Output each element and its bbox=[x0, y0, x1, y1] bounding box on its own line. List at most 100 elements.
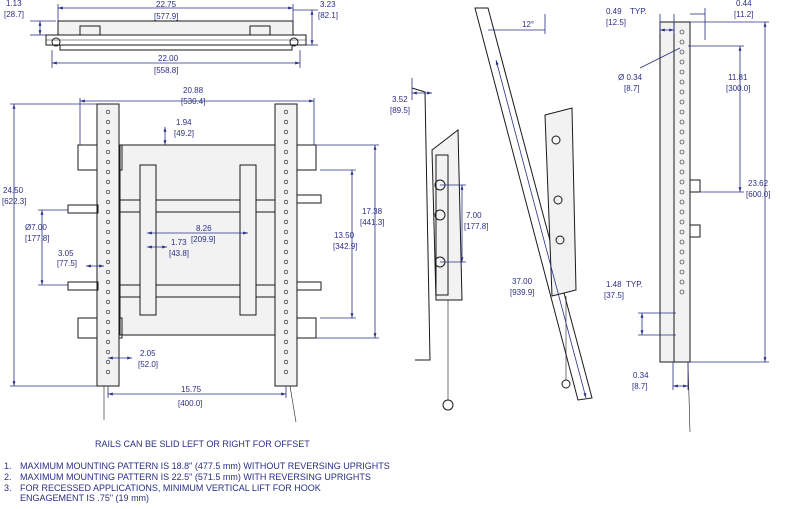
dim-outer-height-mm: [441.3] bbox=[360, 218, 384, 227]
dim-inner-width-in: 8.26 bbox=[196, 224, 212, 233]
upright-hole bbox=[679, 269, 685, 275]
dim-hole-span-mm: [300.0] bbox=[726, 84, 750, 93]
upright-hole bbox=[105, 319, 111, 325]
upright-hole bbox=[283, 129, 289, 135]
front-view: 20.88 [530.4] 24.50 [622.3] 1.94 [49.2] … bbox=[2, 86, 384, 449]
dim-side-offset-in: 3.05 bbox=[58, 249, 74, 258]
upright-view: 0.49 TYP. [12.5] 0.44 [11.2] Ø 0.34 [8.7… bbox=[604, 0, 770, 433]
upright-hole bbox=[679, 159, 685, 165]
dim-hole-dia-mm: [8.7] bbox=[624, 84, 640, 93]
upright-hole bbox=[105, 199, 111, 205]
upright-hole bbox=[679, 279, 685, 285]
upright-hole bbox=[105, 109, 111, 115]
dim-front-width-in: 20.88 bbox=[183, 86, 204, 95]
upright-hole bbox=[105, 189, 111, 195]
upright-hole bbox=[283, 359, 289, 365]
dim-arm-height-in: 13.50 bbox=[334, 231, 355, 240]
upright-hole bbox=[105, 279, 111, 285]
dim-hole-offset-typ: TYP. bbox=[630, 7, 647, 16]
upright-hole bbox=[283, 219, 289, 225]
upright-hole bbox=[283, 149, 289, 155]
upright-hole bbox=[283, 309, 289, 315]
upright-hole bbox=[283, 299, 289, 305]
upright-hole bbox=[679, 99, 685, 105]
upright-hole bbox=[105, 359, 111, 365]
upright-hole bbox=[679, 59, 685, 65]
notes: 1. MAXIMUM MOUNTING PATTERN IS 18.8" (47… bbox=[4, 461, 390, 503]
dim-outer-height-in: 17.38 bbox=[362, 207, 383, 216]
upright-hole bbox=[105, 349, 111, 355]
side-view: 3.52 [89.5] 7.00 [177.8] bbox=[390, 78, 488, 411]
note-3-number: 3. bbox=[4, 483, 12, 493]
upright-hole bbox=[283, 119, 289, 125]
dim-upright-height-mm: [600.0] bbox=[746, 190, 770, 199]
top-view-plate bbox=[57, 20, 294, 36]
dim-side-offset-mm: [77.5] bbox=[57, 259, 77, 268]
upright-hole bbox=[283, 269, 289, 275]
upright-hole bbox=[283, 139, 289, 145]
upright-hole bbox=[283, 199, 289, 205]
upright-hole bbox=[679, 199, 685, 205]
dim-tilt-angle: 12° bbox=[522, 20, 534, 29]
upright-hole bbox=[105, 179, 111, 185]
dim-front-height-in: 24.50 bbox=[3, 186, 24, 195]
upright-hole bbox=[283, 319, 289, 325]
upright-hole bbox=[283, 109, 289, 115]
upright-hole bbox=[105, 289, 111, 295]
dim-bottom-hole-mm: [8.7] bbox=[632, 382, 648, 391]
dim-arm-height-mm: [342.9] bbox=[333, 242, 357, 251]
note-2-text: MAXIMUM MOUNTING PATTERN IS 22.5" (571.5… bbox=[20, 472, 371, 482]
dim-hole-offset-in: 0.49 bbox=[606, 7, 622, 16]
dim-top-offset-in: 1.94 bbox=[176, 118, 192, 127]
front-view-caption: RAILS CAN BE SLID LEFT OR RIGHT FOR OFFS… bbox=[95, 439, 310, 449]
upright-hole bbox=[679, 129, 685, 135]
dim-depth-mm: [82.1] bbox=[318, 11, 338, 20]
upright-hole bbox=[283, 349, 289, 355]
upright-hole bbox=[283, 189, 289, 195]
upright-hole bbox=[105, 139, 111, 145]
dim-top-width-in: 0.44 bbox=[736, 0, 752, 8]
upright-hole bbox=[105, 159, 111, 165]
upright-hole bbox=[105, 339, 111, 345]
upright-hole bbox=[679, 89, 685, 95]
dim-front-width-mm: [530.4] bbox=[181, 97, 205, 106]
dim-side-depth-mm: [89.5] bbox=[390, 106, 410, 115]
dim-small-gap-mm: [43.8] bbox=[169, 249, 189, 258]
upright-hole bbox=[283, 169, 289, 175]
upright-hole bbox=[679, 179, 685, 185]
upright-hole bbox=[283, 209, 289, 215]
upright-hole bbox=[283, 339, 289, 345]
upright-hole bbox=[105, 119, 111, 125]
upright-hole bbox=[105, 209, 111, 215]
upright-hole bbox=[283, 179, 289, 185]
dim-bottom-offset-in: 2.05 bbox=[140, 349, 156, 358]
upright-hole bbox=[679, 109, 685, 115]
dim-bracket-height-mm: [177.8] bbox=[464, 222, 488, 231]
dim-hole-span-in: 11.81 bbox=[728, 73, 748, 82]
dim-bottom-hole-in: 0.34 bbox=[633, 371, 649, 380]
dim-hole-dia-in: Ø 0.34 bbox=[618, 73, 643, 82]
upright-hole bbox=[105, 149, 111, 155]
upright-hole bbox=[105, 129, 111, 135]
upright-hole bbox=[679, 139, 685, 145]
dim-top-height-in: 1.13 bbox=[6, 0, 22, 8]
dim-rail-spacing-in: 15.75 bbox=[181, 385, 202, 394]
note-1-text: MAXIMUM MOUNTING PATTERN IS 18.8" (477.5… bbox=[20, 461, 390, 471]
dim-rail-spacing-mm: [400.0] bbox=[178, 399, 202, 408]
upright-hole bbox=[283, 289, 289, 295]
top-view: 1.13 [28.7] 22.75 [577.9] 3.23 [82.1] 22… bbox=[4, 0, 338, 75]
dim-side-depth-in: 3.52 bbox=[392, 95, 408, 104]
upright-hole bbox=[105, 249, 111, 255]
note-1-number: 1. bbox=[4, 461, 12, 471]
dim-rail-width-mm: [558.8] bbox=[154, 66, 178, 75]
upright-hole bbox=[283, 369, 289, 375]
upright-hole bbox=[679, 259, 685, 265]
dim-bottom-offset-mm: [52.0] bbox=[138, 360, 158, 369]
upright-hole bbox=[679, 249, 685, 255]
upright-hole bbox=[679, 189, 685, 195]
dim-hole-height-mm: [177.8] bbox=[25, 234, 49, 243]
dim-slot-pitch-mm: [37.5] bbox=[604, 291, 624, 300]
upright-hole bbox=[105, 369, 111, 375]
upright-hole bbox=[105, 229, 111, 235]
dim-depth-in: 3.23 bbox=[320, 0, 336, 9]
